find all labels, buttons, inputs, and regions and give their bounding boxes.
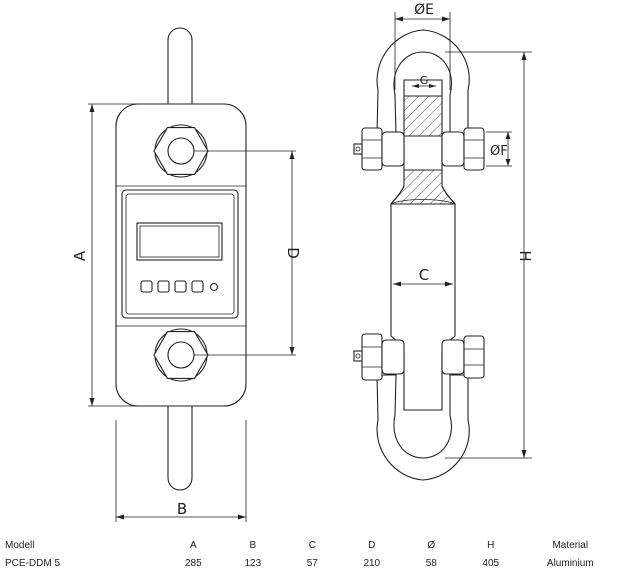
dimension-d: D (194, 150, 302, 356)
cell-h: 405 (482, 557, 500, 569)
lcd-screen (136, 222, 223, 261)
indicator-led (209, 282, 219, 292)
label-f: ØF (490, 144, 508, 159)
cell-d: 210 (363, 557, 381, 569)
dimension-c: C (393, 266, 453, 287)
dimension-a: A (71, 103, 150, 407)
header-a: A (189, 539, 197, 551)
header-modell: Modell (5, 539, 35, 551)
header-diameter: Ø (427, 539, 436, 551)
header-h: H (487, 539, 495, 551)
header-d: D (368, 539, 376, 551)
top-hex-nut (153, 124, 209, 178)
bottom-pin-assembly (353, 333, 485, 381)
header-c: C (308, 539, 316, 551)
section-hatch-lower (389, 169, 457, 205)
dimension-h: H (445, 51, 534, 459)
keypad-button (157, 280, 170, 293)
front-view: A D B (71, 27, 302, 522)
dimension-b: B (115, 420, 247, 522)
label-g: G (420, 74, 429, 87)
label-c: C (419, 266, 429, 284)
cell-b: 123 (244, 557, 262, 569)
dimension-g: G (412, 74, 436, 88)
label-e: ØE (414, 2, 434, 18)
keypad-button (140, 280, 153, 293)
cell-c: 57 (306, 557, 318, 569)
table-row: PCE-DDM 5 285 123 57 210 58 405 Aluminiu… (0, 554, 620, 572)
keypad-button (191, 280, 204, 293)
dimension-e: ØE (394, 2, 451, 90)
top-pin-assembly (353, 127, 485, 171)
header-b: B (249, 539, 257, 551)
label-b: B (177, 500, 187, 518)
cell-model: PCE-DDM 5 (5, 557, 61, 569)
technical-drawing: A D B (71, 2, 534, 522)
label-h: H (516, 250, 534, 261)
display-housing (121, 189, 239, 319)
table-header-row: Modell A B C D Ø H Material (0, 536, 620, 554)
keypad-button (174, 280, 187, 293)
section-hatch (403, 95, 443, 137)
spec-table: Modell A B C D Ø H Material PCE-DDM 5 28… (0, 536, 620, 572)
cell-material: Aluminium (546, 557, 594, 569)
dimension-f: ØF (486, 131, 512, 167)
cell-a: 285 (184, 557, 202, 569)
cell-diameter: 58 (425, 557, 437, 569)
dynamometer-body (115, 103, 247, 407)
label-a: A (71, 250, 89, 261)
label-d: D (284, 247, 302, 259)
side-view: ØE G ØF C (353, 2, 534, 481)
header-material: Material (552, 539, 589, 551)
